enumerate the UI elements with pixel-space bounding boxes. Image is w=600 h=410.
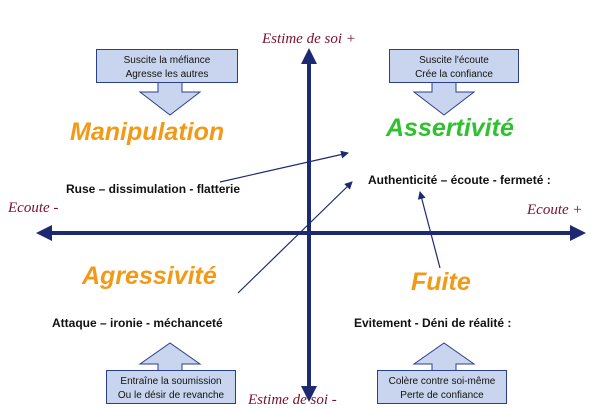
axis-label-bottom: Estime de soi - bbox=[248, 392, 337, 408]
quadrant-desc-assertivite: Authenticité – écoute - fermeté : bbox=[368, 173, 551, 187]
axis-label-top: Estime de soi + bbox=[262, 31, 356, 47]
callout-top-right-line1: Suscite l'écoute bbox=[419, 55, 489, 66]
vertical-axis bbox=[301, 48, 317, 402]
callout-bottom-right-line1: Colère contre soi-même bbox=[388, 376, 496, 387]
quadrant-title-manipulation: Manipulation bbox=[70, 118, 225, 146]
arrow-fuite-to-assertivite bbox=[417, 191, 441, 269]
callout-top-left: Suscite la méfiance Agresse les autres bbox=[96, 49, 238, 83]
quadrant-desc-fuite: Evitement - Déni de réalité : bbox=[354, 316, 512, 330]
callout-bottom-right: Colère contre soi-même Perte de confianc… bbox=[377, 370, 507, 404]
callout-arrow-top-left bbox=[138, 81, 202, 116]
callout-bottom-left: Entraîne la soumission Ou le désir de re… bbox=[106, 370, 236, 404]
axis-arrowhead-right bbox=[570, 225, 586, 241]
quadrant-title-fuite: Fuite bbox=[411, 268, 471, 296]
callout-arrow-bottom-right bbox=[412, 342, 476, 372]
quadrant-desc-manipulation: Ruse – dissimulation - flatterie bbox=[66, 182, 241, 196]
callout-bottom-left-line2: Ou le désir de revanche bbox=[117, 390, 225, 401]
quadrant-title-assertivite: Assertivité bbox=[386, 114, 514, 142]
callout-top-right: Suscite l'écoute Crée la confiance bbox=[389, 49, 519, 83]
callout-top-left-line2: Agresse les autres bbox=[125, 69, 209, 80]
arrow-manipulation-to-assertivite bbox=[219, 150, 349, 183]
callout-top-left-line1: Suscite la méfiance bbox=[123, 55, 211, 66]
axis-arrowhead-top bbox=[301, 48, 317, 64]
axis-label-left: Ecoute - bbox=[8, 200, 59, 216]
axis-arrowhead-bottom bbox=[301, 386, 317, 402]
callout-bottom-right-line2: Perte de confiance bbox=[400, 390, 484, 401]
callout-bottom-left-line1: Entraîne la soumission bbox=[120, 376, 222, 387]
callout-arrow-top-right bbox=[412, 81, 476, 116]
callout-arrow-bottom-left bbox=[138, 342, 202, 372]
axis-arrowhead-left bbox=[36, 225, 52, 241]
callout-top-right-line2: Crée la confiance bbox=[415, 69, 493, 80]
quadrant-title-agressivite: Agressivité bbox=[82, 262, 217, 290]
quadrant-desc-agressivite: Attaque – ironie - méchanceté bbox=[52, 316, 223, 330]
arrow-agressivite-to-assertivite bbox=[237, 181, 353, 294]
axis-label-right: Ecoute + bbox=[527, 202, 583, 218]
